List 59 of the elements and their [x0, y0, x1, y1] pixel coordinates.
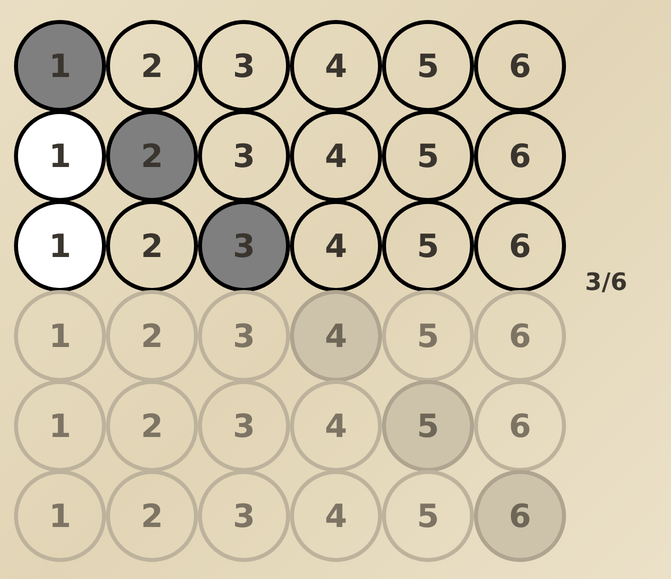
step-number: 6 [508, 497, 532, 535]
step-circle [290, 470, 382, 562]
step-number: 5 [416, 47, 440, 85]
step-number: 3 [232, 137, 256, 175]
step-number: 2 [140, 407, 164, 445]
step-number: 5 [416, 497, 440, 535]
step-number: 3 [232, 407, 256, 445]
step-circle [382, 110, 474, 202]
step-number: 6 [508, 317, 532, 355]
step-circle [198, 470, 290, 562]
step-circle [198, 290, 290, 382]
step-number: 3 [232, 47, 256, 85]
step-number: 5 [416, 317, 440, 355]
step-number: 4 [324, 137, 348, 175]
step-circle [474, 290, 566, 382]
step-number: 4 [324, 497, 348, 535]
step-number: 3 [232, 317, 256, 355]
step-circle [14, 470, 106, 562]
step-circle [198, 380, 290, 472]
step-number: 1 [48, 317, 72, 355]
step-number: 3 [232, 227, 256, 265]
step-circle [290, 20, 382, 112]
step-circle [14, 290, 106, 382]
step-number: 4 [324, 227, 348, 265]
step-number: 1 [48, 497, 72, 535]
step-circle [14, 380, 106, 472]
step-number: 4 [324, 407, 348, 445]
step-circle [474, 110, 566, 202]
step-number: 2 [140, 497, 164, 535]
step-number: 5 [416, 227, 440, 265]
step-number: 6 [508, 137, 532, 175]
step-circle [106, 470, 198, 562]
step-circle [290, 110, 382, 202]
step-number: 2 [140, 47, 164, 85]
step-number: 3 [232, 497, 256, 535]
step-number: 2 [140, 227, 164, 265]
step-number: 1 [48, 47, 72, 85]
step-number: 2 [140, 317, 164, 355]
step-circle [198, 20, 290, 112]
step-circle [474, 200, 566, 292]
step-number: 1 [48, 227, 72, 265]
step-number: 4 [324, 317, 348, 355]
step-circle [382, 200, 474, 292]
step-number: 6 [508, 407, 532, 445]
step-circle [106, 200, 198, 292]
step-number: 1 [48, 137, 72, 175]
step-number: 6 [508, 47, 532, 85]
step-circle [474, 20, 566, 112]
step-circle [382, 470, 474, 562]
step-number: 4 [324, 47, 348, 85]
step-number: 1 [48, 407, 72, 445]
step-circle [290, 380, 382, 472]
step-circle [106, 290, 198, 382]
step-number: 6 [508, 227, 532, 265]
progress-label: 3/6 [585, 268, 628, 296]
step-circle [106, 380, 198, 472]
step-number: 5 [416, 137, 440, 175]
step-number: 2 [140, 137, 164, 175]
step-number: 5 [416, 407, 440, 445]
